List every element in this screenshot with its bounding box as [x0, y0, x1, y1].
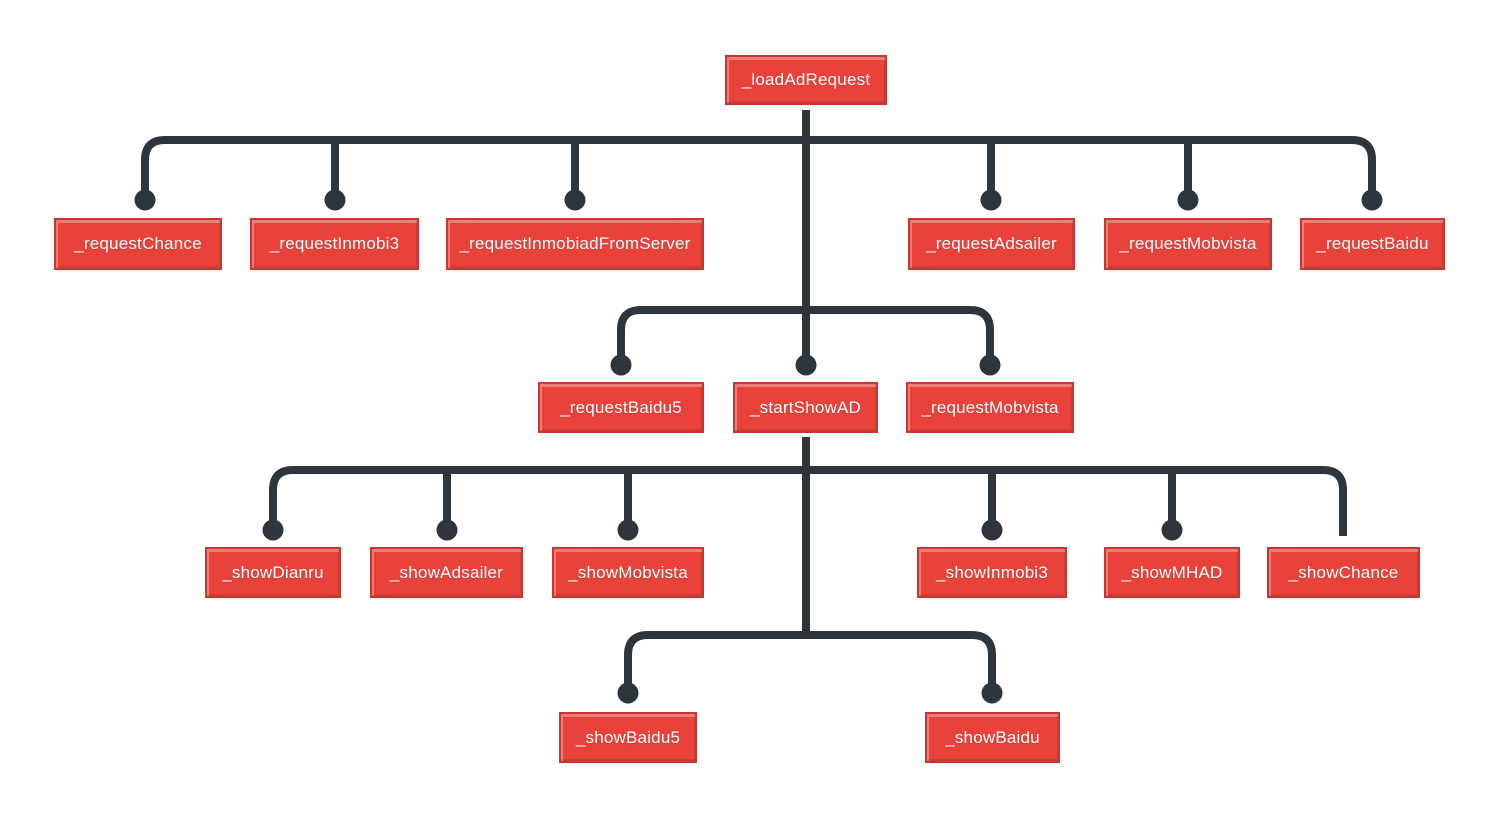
node-show-inmobi3: _showInmobi3	[917, 547, 1067, 598]
node-request-mobvista: _requestMobvista	[1104, 218, 1272, 270]
node-request-adsailer: _requestAdsailer	[908, 218, 1075, 270]
node-request-chance: _requestChance	[54, 218, 222, 270]
bus-level-5	[624, 631, 996, 693]
node-show-dianru: _showDianru	[205, 547, 341, 598]
node-show-chance: _showChance	[1267, 547, 1420, 598]
bus-level-4	[269, 466, 1347, 536]
node-request-inmobiad-from-server: _requestInmobiadFromServer	[446, 218, 704, 270]
node-show-mhad: _showMHAD	[1104, 547, 1240, 598]
node-request-baidu5: _requestBaidu5	[538, 382, 704, 433]
node-show-adsailer: _showAdsailer	[370, 547, 523, 598]
node-request-mobvista-2: _requestMobvista	[906, 382, 1074, 433]
connector-dots	[134, 189, 1383, 704]
bus-level-3	[617, 306, 994, 365]
node-show-mobvista: _showMobvista	[552, 547, 704, 598]
bus-level-2-drops	[331, 140, 1192, 200]
node-start-show-ad: _startShowAD	[733, 382, 878, 433]
node-request-inmobi3: _requestInmobi3	[250, 218, 419, 270]
node-show-baidu: _showBaidu	[925, 712, 1060, 763]
bus-level-2	[141, 136, 1376, 200]
node-load-ad-request: _loadAdRequest	[725, 55, 887, 105]
bus-level-4-drops	[443, 470, 1176, 530]
node-show-baidu5: _showBaidu5	[559, 712, 697, 763]
node-request-baidu: _requestBaidu	[1300, 218, 1445, 270]
